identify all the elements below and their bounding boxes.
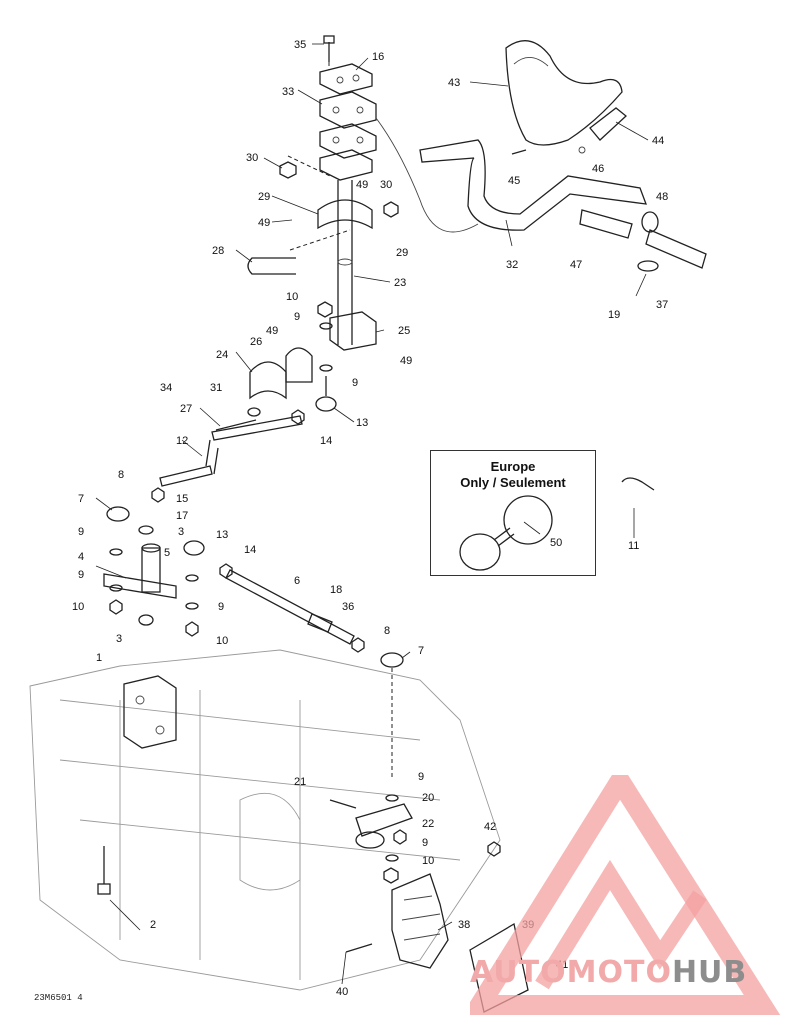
callout-9: 9 — [294, 311, 300, 323]
callout-9c: 9 — [78, 526, 84, 538]
callout-30: 30 — [246, 152, 258, 164]
callout-9e: 9 — [218, 601, 224, 613]
callout-24: 24 — [216, 349, 228, 361]
callout-38: 38 — [458, 919, 470, 931]
callout-32: 32 — [506, 259, 518, 271]
callout-19: 19 — [608, 309, 620, 321]
callout-27: 27 — [180, 403, 192, 415]
callout-leaders — [95, 43, 649, 985]
callout-21: 21 — [294, 776, 306, 788]
callout-30b: 30 — [380, 179, 392, 191]
callout-49d: 49 — [400, 355, 412, 367]
frame-and-spindle — [29, 649, 529, 1013]
callout-34: 34 — [160, 382, 172, 394]
watermark-text: AUTOMOTOHUB — [470, 955, 747, 990]
callout-40: 40 — [336, 986, 348, 998]
callout-14b: 14 — [244, 544, 256, 556]
callout-7b: 7 — [418, 645, 424, 657]
callout-10b: 10 — [72, 601, 84, 613]
callout-14: 14 — [320, 435, 332, 447]
callout-4: 4 — [78, 551, 84, 563]
callout-12: 12 — [176, 435, 188, 447]
callout-49b: 49 — [258, 217, 270, 229]
callout-31: 31 — [210, 382, 222, 394]
callout-10d: 10 — [422, 855, 434, 867]
callout-13b: 13 — [216, 529, 228, 541]
callout-3b: 3 — [116, 633, 122, 645]
callout-48: 48 — [656, 191, 668, 203]
callout-18: 18 — [330, 584, 342, 596]
callout-10: 10 — [286, 291, 298, 303]
callout-8: 8 — [118, 469, 124, 481]
callout-23: 23 — [394, 277, 406, 289]
callout-46: 46 — [592, 163, 604, 175]
callout-labels: 35 16 33 30 29 49 30 49 29 28 23 10 9 25… — [72, 39, 668, 998]
callout-49: 49 — [356, 179, 368, 191]
watermark-logo — [470, 775, 781, 1015]
callout-2: 2 — [150, 919, 156, 931]
callout-1: 1 — [96, 652, 102, 664]
callout-20: 20 — [422, 792, 434, 804]
callout-33: 33 — [282, 86, 294, 98]
callout-17: 17 — [176, 510, 188, 522]
watermark-text-part1: AUTOMOTO — [470, 955, 672, 990]
callout-45: 45 — [508, 175, 520, 187]
callout-9g: 9 — [422, 837, 428, 849]
callout-29b: 29 — [396, 247, 408, 259]
callout-42: 42 — [484, 821, 496, 833]
callout-26: 26 — [250, 336, 262, 348]
callout-8b: 8 — [384, 625, 390, 637]
callout-9f: 9 — [418, 771, 424, 783]
callout-49c: 49 — [266, 325, 278, 337]
callout-29: 29 — [258, 191, 270, 203]
callout-11: 11 — [628, 540, 639, 552]
callout-43: 43 — [448, 77, 460, 89]
callout-36: 36 — [342, 601, 354, 613]
europe-only-inset: Europe Only / Seulement — [430, 450, 596, 576]
callout-35: 35 — [294, 39, 306, 51]
callout-3: 3 — [178, 526, 184, 538]
watermark-text-part2: HUB — [671, 955, 748, 990]
callout-25: 25 — [398, 325, 410, 337]
callout-9d: 9 — [78, 569, 84, 581]
tie-rod-assembly — [103, 396, 404, 780]
callout-47: 47 — [570, 259, 582, 271]
steering-column-assembly — [247, 35, 399, 400]
europe-horn-parts — [459, 477, 655, 571]
callout-7: 7 — [78, 493, 84, 505]
document-code: 23M6501 4 — [34, 993, 83, 1003]
callout-16: 16 — [372, 51, 384, 63]
callout-6: 6 — [294, 575, 300, 587]
callout-10c: 10 — [216, 635, 228, 647]
callout-44: 44 — [652, 135, 664, 147]
callout-22: 22 — [422, 818, 434, 830]
callout-15: 15 — [176, 493, 188, 505]
callout-5: 5 — [164, 547, 170, 559]
callout-9b: 9 — [352, 377, 358, 389]
callout-50: 50 — [550, 537, 562, 549]
handlebar-assembly — [375, 40, 707, 272]
europe-inset-title: Europe Only / Seulement — [460, 459, 566, 490]
callout-13: 13 — [356, 417, 368, 429]
callout-28: 28 — [212, 245, 224, 257]
callout-37: 37 — [656, 299, 668, 311]
